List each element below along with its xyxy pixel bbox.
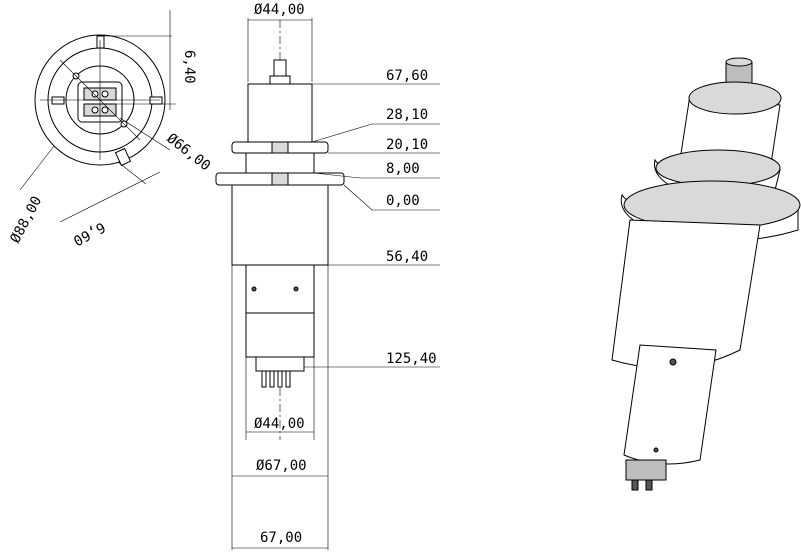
dim-body-diameter-label: Ø67,00	[256, 458, 307, 474]
lower-housing	[245, 264, 315, 314]
centerline-diag	[59, 59, 141, 141]
side-view: Ø44,00 67,60 28,10 20,10	[215, 2, 440, 550]
neck	[245, 152, 315, 174]
iso-upper-cap	[688, 81, 782, 115]
main-body	[231, 184, 329, 266]
slot-right	[149, 96, 163, 105]
dim-bolt-circle-label: Ø66,00	[164, 131, 214, 175]
dim-slot-line	[59, 171, 161, 223]
iso-screw-lower	[653, 447, 659, 453]
leader-8-00	[313, 172, 440, 179]
iso-bottom-connector	[625, 459, 667, 481]
pin-3	[91, 106, 99, 114]
isometric-view	[611, 57, 801, 491]
iso-main-body	[611, 219, 761, 369]
iso-bottom-pin-1	[631, 479, 639, 491]
upper-cylinder	[247, 83, 313, 143]
dim-bolt-circle-leader	[119, 117, 171, 151]
slot-top	[96, 35, 105, 49]
outer-flange-circle	[34, 34, 166, 166]
dim-outer-leader	[19, 145, 55, 191]
iso-screw	[669, 358, 677, 366]
bottom-connector	[255, 356, 305, 372]
dim-125-40-label: 125,40	[386, 351, 437, 367]
iso-bottom-pin-2	[645, 479, 653, 491]
lower-cylinder	[245, 312, 315, 358]
dim-56-40-label: 56,40	[386, 249, 428, 265]
leader-0-00	[343, 184, 440, 211]
flange-upper-notch	[271, 141, 289, 154]
dim-outer-label: Ø88,00	[7, 194, 45, 246]
pin-4	[101, 106, 109, 114]
screw-left	[251, 286, 257, 292]
pin-1	[91, 90, 99, 98]
slot-left	[51, 96, 65, 105]
dim-slot-ext	[117, 161, 147, 185]
dim-8-00-label: 8,00	[386, 161, 420, 177]
dim-slot-label: 6,60	[70, 218, 107, 248]
dim-67-60-label: 67,60	[386, 68, 428, 84]
top-view: 6,40 Ø66,00 Ø88,00 6,60	[7, 10, 213, 248]
dim-width-label: 67,00	[260, 530, 302, 546]
bottom-pin-4	[285, 370, 291, 388]
dim-gap-label: 6,40	[181, 50, 197, 84]
pin-2	[101, 90, 109, 98]
iso-top-connector-cap	[725, 57, 753, 67]
dim-top-diameter-label: Ø44,00	[254, 2, 305, 18]
dim-0-00-label: 0,00	[386, 193, 420, 209]
top-connector-base	[269, 75, 291, 85]
dim-bottom-diameter-label: Ø44,00	[254, 416, 305, 432]
dim-20-10-label: 20,10	[386, 137, 428, 153]
leader-28-10	[311, 123, 440, 143]
screw-right	[293, 286, 299, 292]
slot-bottom	[114, 147, 132, 167]
flange-main-notch	[271, 172, 289, 186]
bottom-pin-1	[261, 370, 267, 388]
dim-28-10-label: 28,10	[386, 107, 428, 123]
bottom-pin-2	[269, 370, 275, 388]
bottom-pin-3	[277, 370, 283, 388]
